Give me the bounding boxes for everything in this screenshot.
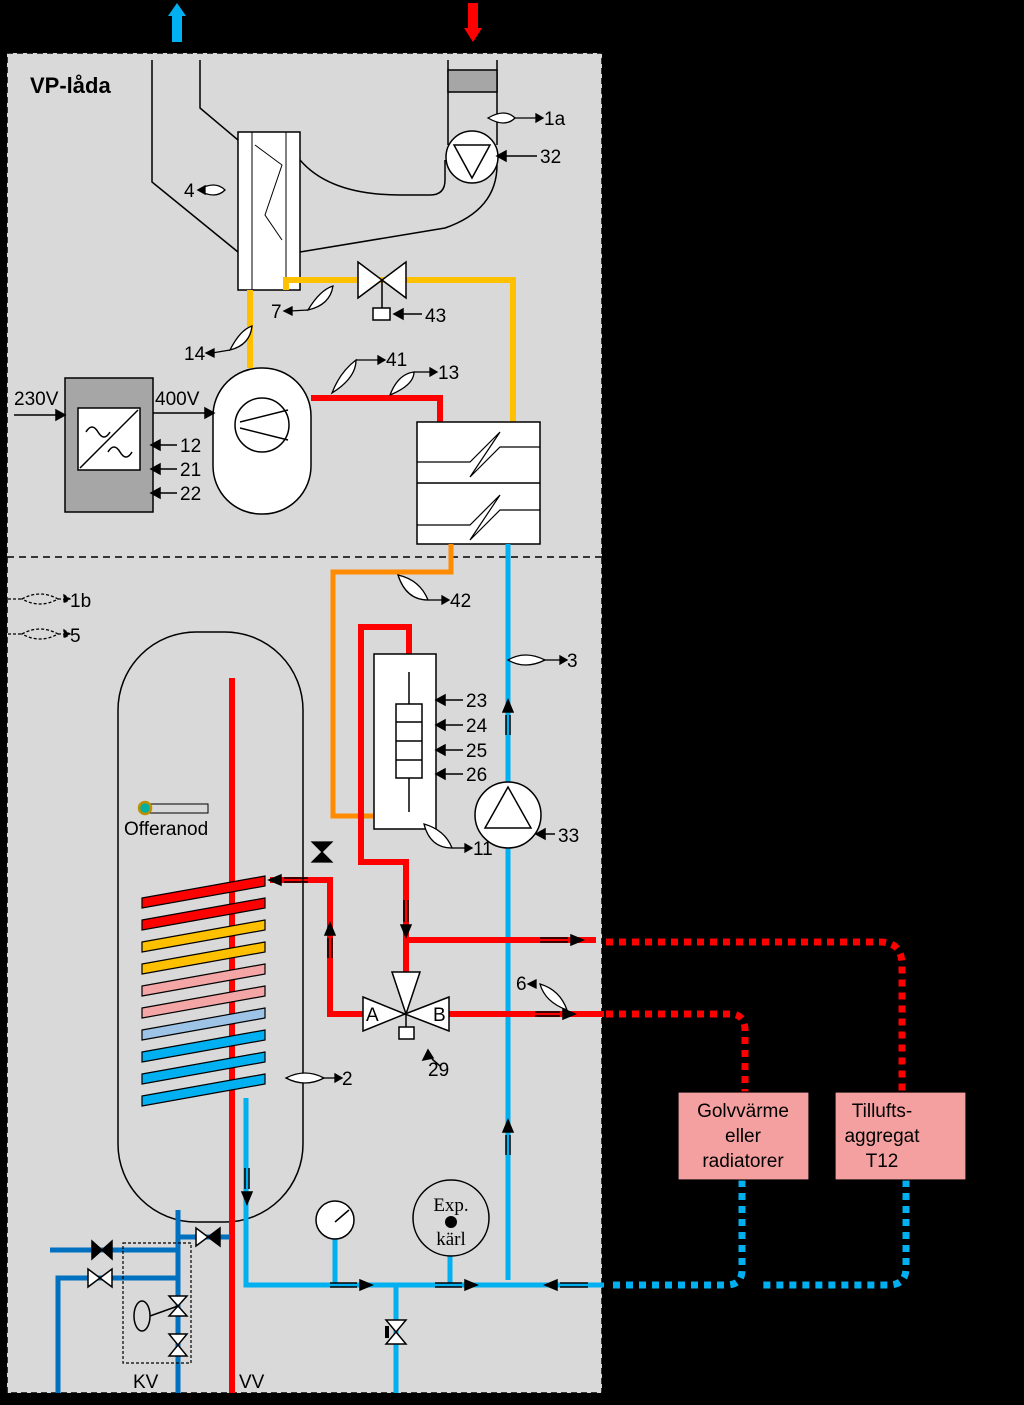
label-23: 23: [466, 691, 487, 712]
sensor-label-14: 14: [184, 344, 206, 365]
pressure-gauge: [315, 1200, 355, 1240]
sensor-label-11: 11: [473, 839, 493, 860]
sensor-label-7: 7: [271, 302, 282, 323]
sacrificial-anode: [137, 800, 209, 816]
hot-water-tank: [117, 631, 304, 1223]
cold-water-label: KV: [133, 1372, 159, 1393]
safety-valve-stem: [149, 1305, 179, 1317]
sensor-label-1b: 1b: [70, 591, 91, 612]
pipe-valve-a: [270, 877, 363, 1017]
unit-panel: [6, 52, 603, 1394]
flow-arrows: [240, 698, 588, 1292]
exhaust-air-in-arrow: [464, 3, 482, 42]
inverter: [64, 377, 154, 513]
condenser: [416, 421, 541, 545]
pipe-coil-return: [243, 1098, 604, 1288]
floor-heating-line2: eller: [725, 1126, 762, 1147]
output-voltage-label: 400V: [155, 389, 200, 410]
expansion-line1: Exp.: [433, 1195, 468, 1216]
valve-coil-top: [310, 841, 334, 863]
sensor-label-4: 4: [184, 181, 195, 202]
expansion-vessel: [412, 1179, 490, 1257]
electric-heater: [373, 653, 437, 830]
supply-unit-line3: T12: [866, 1151, 899, 1172]
circulation-pump: [474, 781, 542, 849]
label-21: 21: [180, 460, 201, 481]
label-26: 26: [466, 765, 487, 786]
floor-heating-line3: radiatorer: [702, 1151, 784, 1172]
safety-valve-group: [122, 1242, 192, 1364]
label-29: 29: [428, 1060, 449, 1081]
sensor-label-6: 6: [516, 974, 527, 995]
sensor-symbols-external: [8, 593, 72, 640]
three-way-valve: [362, 971, 450, 1040]
compressor: [212, 367, 312, 515]
pipe-heater-out: [358, 624, 412, 980]
label-22: 22: [180, 484, 201, 505]
pipe-consumer-supply: [606, 938, 910, 1289]
exhaust-air-out-arrow: [168, 3, 186, 42]
label-43: 43: [425, 306, 446, 327]
expansion-valve: [357, 260, 407, 321]
label-32: 32: [540, 147, 561, 168]
sensor-label-41: 41: [386, 350, 407, 371]
valve-port-a: A: [366, 1005, 379, 1026]
floor-heating-box: [677, 1091, 810, 1181]
label-24: 24: [466, 716, 488, 737]
power-arrows: [14, 406, 216, 422]
label-12: 12: [180, 436, 201, 457]
air-filter: [447, 69, 498, 93]
anode-label: Offeranod: [124, 819, 208, 840]
label-33: 33: [558, 826, 579, 847]
valve-cold-water: [87, 1226, 221, 1357]
supply-unit-line1: Tillufts-: [852, 1101, 913, 1122]
drain-valve: [384, 1319, 408, 1345]
section-title: VP-låda: [30, 73, 111, 98]
label-25: 25: [466, 741, 487, 762]
sensor-label-42: 42: [450, 591, 471, 612]
sensor-label-5: 5: [70, 626, 81, 647]
sensor-symbols: [196, 112, 569, 1084]
pipe-hot-gas: [311, 395, 443, 422]
sensor-label-2: 2: [342, 1069, 353, 1090]
hot-water-label: VV: [239, 1372, 265, 1393]
expansion-line2: kärl: [436, 1229, 466, 1250]
exhaust-fan: [445, 130, 499, 184]
floor-heating-line1: Golvvärme: [697, 1101, 789, 1122]
component-arrows: [149, 149, 555, 1067]
evaporator: [237, 131, 301, 291]
sensor-label-1a: 1a: [544, 109, 566, 130]
supply-unit-line2: aggregat: [844, 1126, 920, 1147]
supply-unit-box: [834, 1091, 967, 1181]
pipe-condenser-out: [330, 544, 454, 819]
tank-coil: [141, 875, 266, 1107]
sensor-label-13: 13: [438, 363, 459, 384]
sensor-label-3: 3: [567, 651, 578, 672]
input-voltage-label: 230V: [14, 389, 59, 410]
valve-port-b: B: [433, 1005, 446, 1026]
air-duct: [151, 60, 498, 253]
